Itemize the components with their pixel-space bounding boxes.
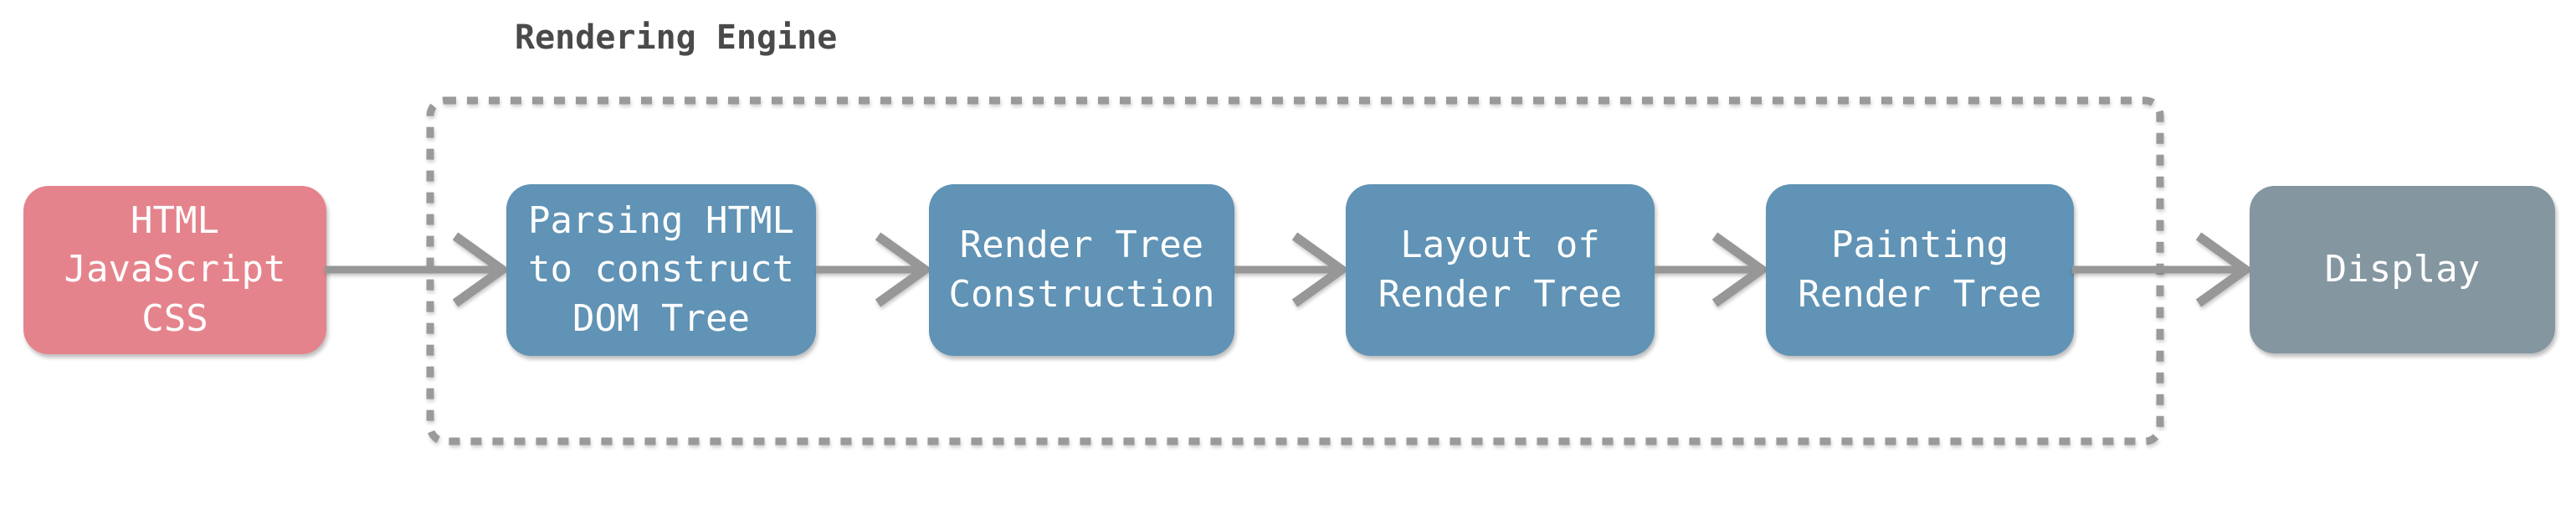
arrow-head-icon: [452, 232, 509, 307]
node-layout-of-render-tree: Layout of Render Tree: [1346, 184, 1655, 356]
node-parsing-html-dom-tree: Parsing HTML to construct DOM Tree: [506, 184, 816, 356]
arrow-head-icon: [875, 232, 931, 307]
node-render-tree-construction: Render Tree Construction: [929, 184, 1234, 356]
arrow-head-icon: [1711, 232, 1768, 307]
node-painting-render-tree: Painting Render Tree: [1766, 184, 2074, 356]
arrow-parsing-to-render-tree: [816, 232, 931, 307]
node-source-files: HTML JavaScript CSS: [23, 186, 326, 354]
arrow-render-tree-to-layout: [1234, 232, 1348, 307]
rendering-engine-title: Rendering Engine: [515, 18, 838, 57]
arrow-layout-to-painting: [1655, 232, 1768, 307]
arrow-head-icon: [1291, 232, 1348, 307]
arrow-painting-to-display: [2072, 232, 2252, 307]
arrow-source-to-parsing: [325, 232, 509, 307]
node-display: Display: [2250, 186, 2555, 353]
arrow-head-icon: [2195, 232, 2252, 307]
